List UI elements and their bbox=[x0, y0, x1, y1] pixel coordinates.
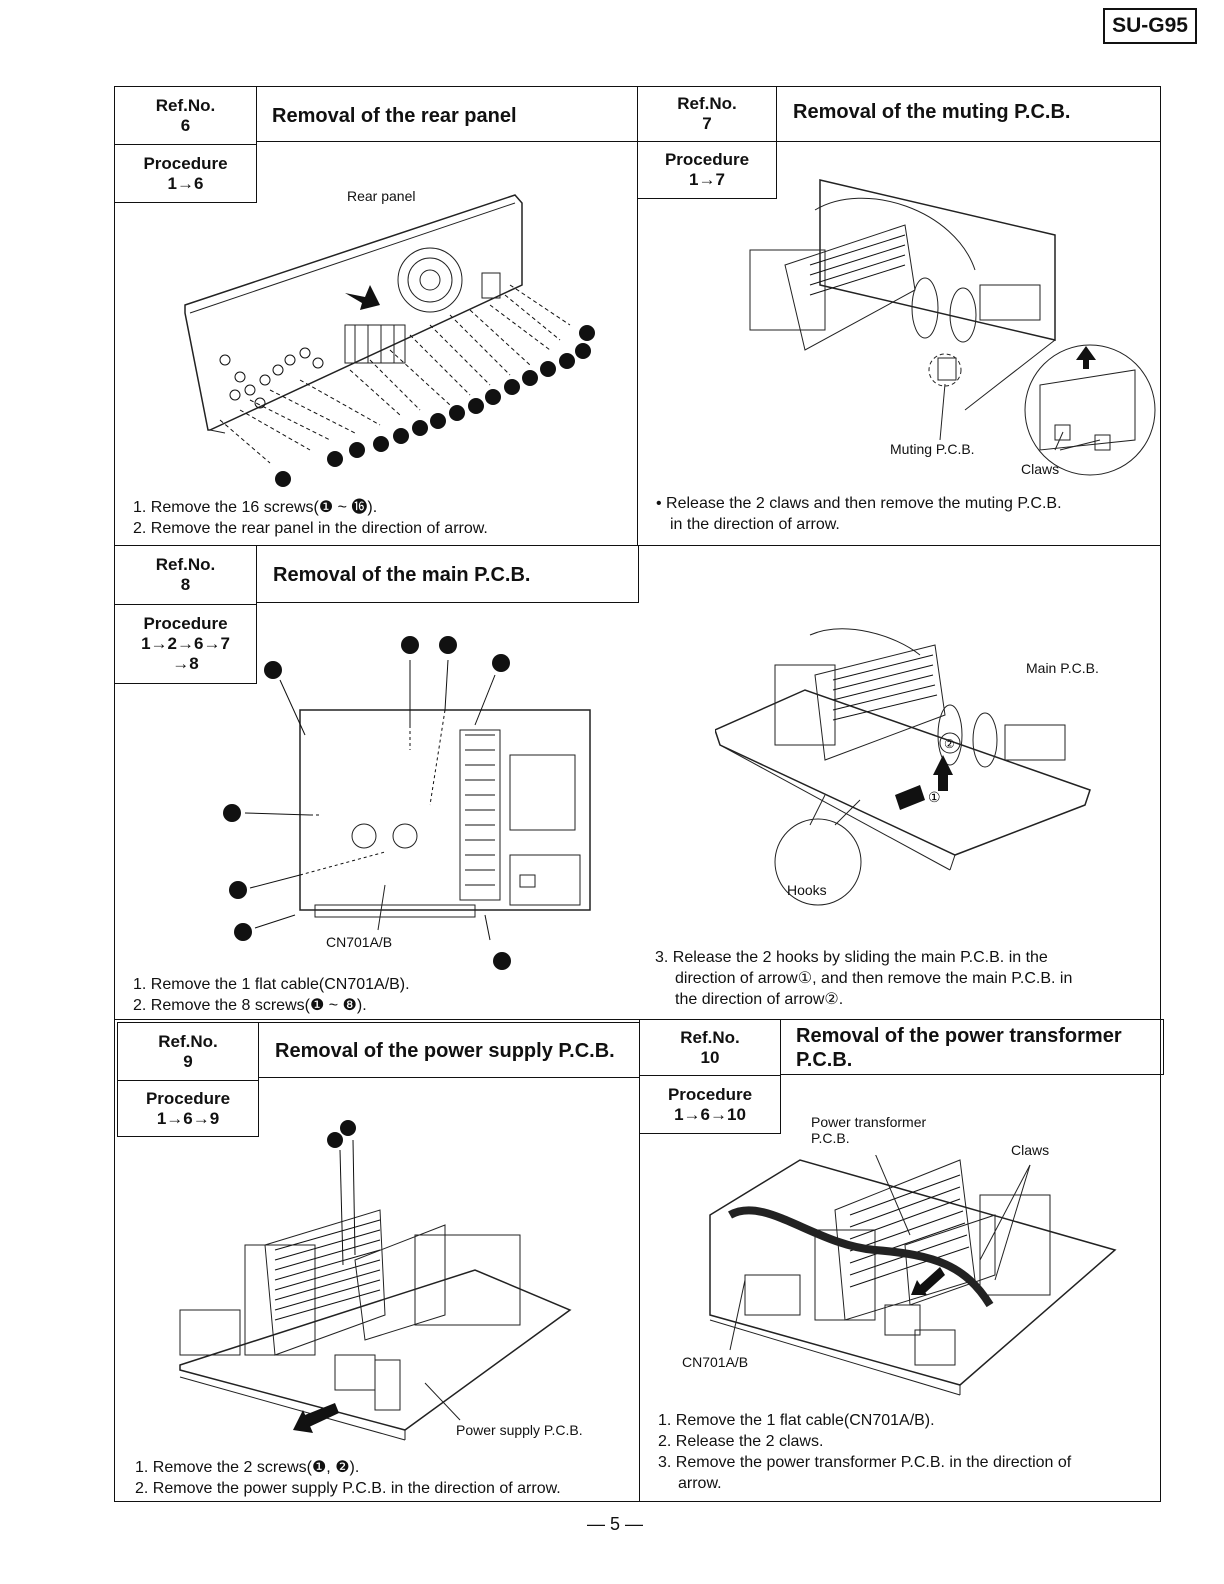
procedure-steps: 1→7 bbox=[689, 170, 725, 189]
section-title: Removal of the muting P.C.B. bbox=[793, 101, 1071, 123]
section-title: Removal of the power transformer P.C.B. bbox=[796, 1024, 1122, 1072]
ref-label: Ref.No. bbox=[155, 95, 216, 115]
ref-no-cell: Ref.No. 7 bbox=[637, 86, 777, 142]
divider-col-3 bbox=[639, 1019, 640, 1502]
procedure-cell: Procedure 1→6 bbox=[114, 144, 257, 203]
svg-text:①: ① bbox=[928, 789, 941, 805]
step-2: 2. Remove the 8 screws(❶ ~ ❽). bbox=[133, 997, 367, 1014]
power-supply-pcb-figure bbox=[179, 1120, 572, 1441]
step-1-cont: in the direction of arrow. bbox=[670, 516, 840, 533]
step-2: 2. Release the 2 claws. bbox=[658, 1433, 824, 1450]
main-pcb-screws-figure bbox=[223, 636, 591, 970]
step-3-cont: arrow. bbox=[678, 1475, 722, 1492]
procedure-steps-line-2: →8 bbox=[172, 654, 199, 673]
section-title: Removal of the power supply P.C.B. bbox=[275, 1040, 615, 1062]
step-2: 2. Remove the power supply P.C.B. in the… bbox=[135, 1480, 561, 1497]
step-1: 1. Remove the 1 flat cable(CN701A/B). bbox=[658, 1412, 935, 1429]
section-title-line-2: P.C.B. bbox=[796, 1049, 853, 1071]
ref-label: Ref.No. bbox=[680, 1027, 740, 1047]
step-3: 3. Remove the power transformer P.C.B. i… bbox=[658, 1454, 1072, 1471]
instructions-ref-7: • Release the 2 claws and then remove th… bbox=[656, 493, 1062, 535]
step-3: 3. Release the 2 hooks by sliding the ma… bbox=[655, 949, 1048, 966]
procedure-cell: Procedure 1→6→9 bbox=[117, 1080, 259, 1137]
procedure-cell: Procedure 1→7 bbox=[637, 141, 777, 199]
main-pcb-label: Main P.C.B. bbox=[1026, 660, 1099, 676]
main-pcb-hooks-figure: ② ① bbox=[715, 628, 1091, 906]
ref-number: 7 bbox=[702, 114, 712, 133]
power-transformer-label-2: P.C.B. bbox=[811, 1130, 850, 1146]
instructions-ref-6: 1. Remove the 16 screws(❶ ~ ⓰). 2. Remov… bbox=[133, 497, 488, 539]
power-supply-pcb-label: Power supply P.C.B. bbox=[456, 1422, 583, 1438]
rear-panel-label: Rear panel bbox=[347, 188, 416, 204]
procedure-label: Procedure bbox=[143, 614, 228, 633]
divider-row-2 bbox=[114, 1019, 1161, 1020]
ref-no-cell: Ref.No. 8 bbox=[114, 545, 257, 605]
ref-number: 9 bbox=[183, 1051, 193, 1071]
instructions-ref-9: 1. Remove the 2 screws(❶, ❷). 2. Remove … bbox=[135, 1457, 561, 1499]
step-2: 2. Remove the rear panel in the directio… bbox=[133, 520, 488, 537]
procedure-label: Procedure bbox=[145, 1088, 231, 1108]
section-title: Removal of the main P.C.B. bbox=[273, 564, 531, 586]
step-3-cont-2: the direction of arrow②. bbox=[675, 991, 844, 1008]
instructions-ref-8: 1. Remove the 1 flat cable(CN701A/B). 2.… bbox=[133, 974, 410, 1016]
power-transformer-label-1: Power transformer bbox=[811, 1114, 927, 1130]
muting-pcb-label: Muting P.C.B. bbox=[890, 441, 975, 457]
step-1: • Release the 2 claws and then remove th… bbox=[656, 495, 1062, 512]
ref-no-cell: Ref.No. 10 bbox=[639, 1019, 781, 1076]
step-1: 1. Remove the 2 screws(❶, ❷). bbox=[135, 1459, 360, 1476]
divider-col-1 bbox=[637, 86, 638, 545]
muting-pcb-figure bbox=[749, 179, 1156, 476]
claws-label: Claws bbox=[1021, 461, 1060, 477]
cn701ab-label: CN701A/B bbox=[682, 1354, 749, 1370]
model-label: SU-G95 bbox=[1103, 8, 1197, 44]
step-1: 1. Remove the 1 flat cable(CN701A/B). bbox=[133, 976, 410, 993]
procedure-cell: Procedure 1→2→6→7 →8 bbox=[114, 604, 257, 684]
instructions-ref-8-right: 3. Release the 2 hooks by sliding the ma… bbox=[655, 947, 1072, 1010]
ref-number: 10 bbox=[700, 1047, 720, 1067]
procedure-steps: 1→6 bbox=[167, 173, 204, 193]
procedure-label: Procedure bbox=[667, 1084, 753, 1104]
ref-no-cell: Ref.No. 6 bbox=[114, 86, 257, 145]
ref-label: Ref.No. bbox=[155, 555, 216, 574]
ref-number: 6 bbox=[180, 115, 191, 135]
step-3-cont-1: direction of arrow①, and then remove the… bbox=[675, 970, 1073, 987]
instructions-ref-10: 1. Remove the 1 flat cable(CN701A/B). 2.… bbox=[658, 1410, 1071, 1494]
svg-text:②: ② bbox=[944, 737, 955, 751]
procedure-label: Procedure bbox=[664, 150, 750, 169]
ref-label: Ref.No. bbox=[677, 94, 737, 113]
cn701ab-label: CN701A/B bbox=[326, 934, 393, 950]
section-title-line-1: Removal of the power transformer bbox=[796, 1025, 1122, 1047]
procedure-steps: 1→6→10 bbox=[674, 1104, 746, 1124]
procedure-label: Procedure bbox=[143, 153, 228, 173]
rear-panel-figure bbox=[184, 194, 595, 487]
power-transformer-pcb-figure bbox=[709, 1155, 1117, 1396]
procedure-steps: 1→6→9 bbox=[156, 1108, 220, 1128]
ref-label: Ref.No. bbox=[158, 1031, 218, 1051]
hooks-label: Hooks bbox=[787, 882, 827, 898]
claws-label: Claws bbox=[1011, 1142, 1050, 1158]
procedure-steps-line-1: 1→2→6→7 bbox=[141, 634, 230, 653]
procedure-cell: Procedure 1→6→10 bbox=[639, 1075, 781, 1134]
step-1: 1. Remove the 16 screws(❶ ~ ⓰). bbox=[133, 499, 378, 516]
page-number: — 5 — bbox=[586, 1514, 643, 1534]
ref-no-cell: Ref.No. 9 bbox=[117, 1022, 259, 1081]
ref-number: 8 bbox=[180, 575, 191, 594]
section-title: Removal of the rear panel bbox=[272, 105, 517, 127]
